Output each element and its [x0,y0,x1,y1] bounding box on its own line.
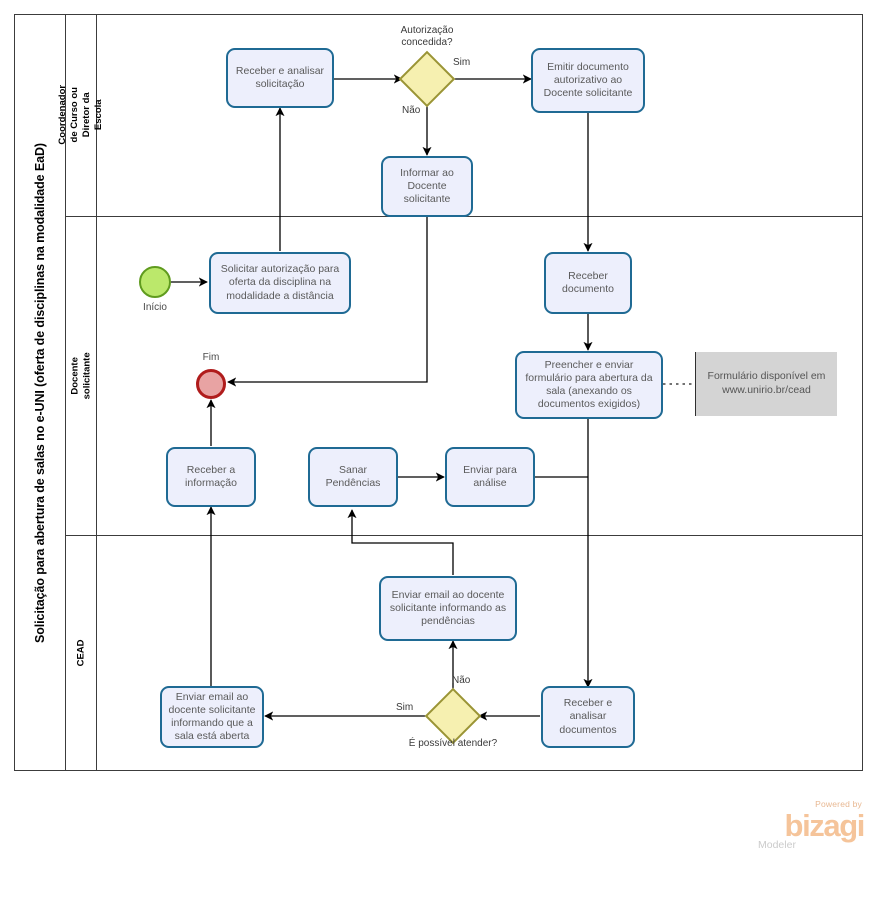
task-receber-documento[interactable]: Receber documento [544,252,632,314]
task-enviar-para-analise[interactable]: Enviar para análise [445,447,535,507]
flow-label-atender-nao: Não [452,675,471,686]
flow-label-autorizacao-sim: Sim [453,57,471,68]
task-sanar-pendencias[interactable]: Sanar Pendências [308,447,398,507]
bizagi-logo: bizagi [784,807,866,843]
end-event-fim[interactable] [196,369,226,399]
lane-separator-2 [66,535,863,536]
process-pool [14,14,863,771]
task-receber-analisar-documentos[interactable]: Receber e analisar documentos [541,686,635,748]
bizagi-watermark: Powered by bizagi Modeler [752,799,866,862]
task-preencher-enviar-formulario[interactable]: Preencher e enviar formulário para abert… [515,351,663,419]
task-receber-analisar-solicitacao[interactable]: Receber e analisar solicitação [226,48,334,108]
task-informar-docente[interactable]: Informar ao Docente solicitante [381,156,473,217]
watermark-powered-by: Powered by [815,799,862,809]
flow-label-autorizacao-nao: Não [402,105,421,116]
task-emitir-documento[interactable]: Emitir documento autorizativo ao Docente… [531,48,645,113]
flow-label-atender-sim: Sim [396,702,414,713]
text-annotation-formulario: Formulário disponível em www.unirio.br/c… [696,352,837,416]
watermark-product: Modeler [758,838,796,851]
flow-email-pendencias-to-sanar [347,509,454,575]
flow-informar-to-fim [227,217,428,387]
task-enviar-email-sala-aberta[interactable]: Enviar email ao docente solicitante info… [160,686,264,748]
pool-title: Solicitação para abertura de salas no e-… [14,14,66,771]
gateway-atender-label: É possível atender? [408,738,498,749]
task-receber-informacao[interactable]: Receber a informação [166,447,256,507]
start-event-inicio[interactable] [139,266,171,298]
lane-label-divider [96,14,97,771]
end-event-fim-label: Fim [202,352,220,363]
start-event-inicio-label: Início [143,302,167,313]
gateway-autorizacao-label: Autorização concedida? [400,25,454,48]
task-enviar-email-pendencias[interactable]: Enviar email ao docente solicitante info… [379,576,517,641]
task-solicitar-autorizacao[interactable]: Solicitar autorização para oferta da dis… [209,252,351,314]
